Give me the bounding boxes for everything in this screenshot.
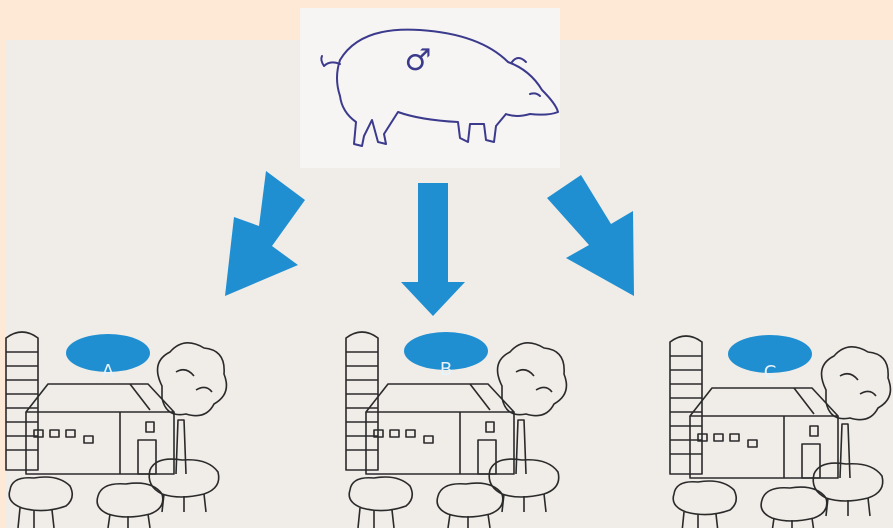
boar-icon (321, 30, 558, 146)
farm-a-label: A (68, 362, 148, 382)
farm-c-label: C (730, 363, 810, 383)
farm-b-label: B (406, 360, 486, 380)
arrow-to-farm-b (401, 183, 465, 316)
male-symbol: ♂ (398, 44, 438, 78)
arrow-to-farm-c (547, 175, 634, 296)
arrow-to-farm-a (225, 171, 305, 296)
